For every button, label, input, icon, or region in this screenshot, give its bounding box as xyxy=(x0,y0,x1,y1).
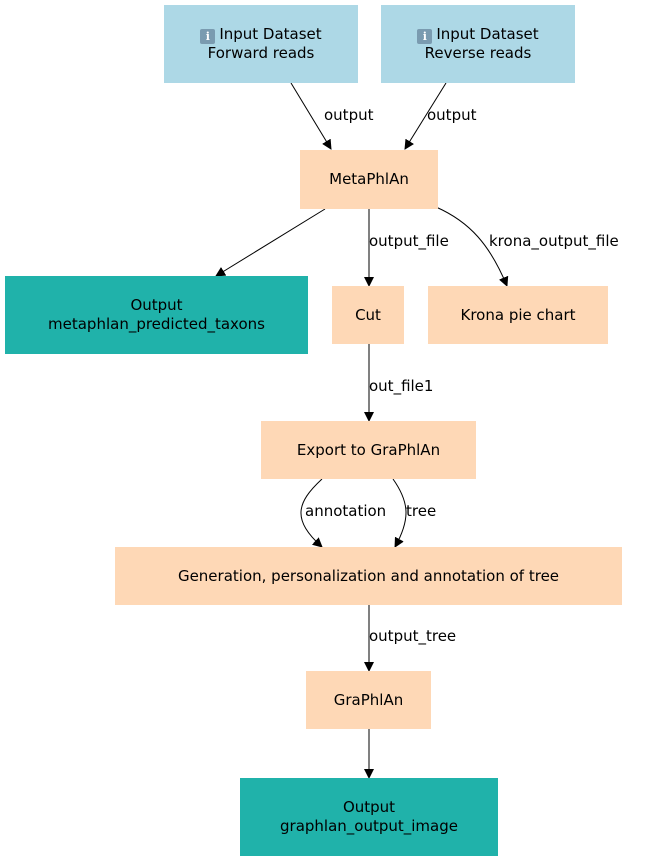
cut-label: Cut xyxy=(355,305,381,324)
edge-export-annotation xyxy=(300,478,323,548)
edge-metaphlan-to-output-taxons xyxy=(215,208,326,277)
output-taxons-title: Output xyxy=(130,296,183,314)
output-image-subtitle: graphlan_output_image xyxy=(280,817,458,835)
edge-label-output-tree: output_tree xyxy=(369,627,457,645)
output-metaphlan-taxons-node[interactable]: Output metaphlan_predicted_taxons xyxy=(5,276,308,354)
input-reverse-subtitle: Reverse reads xyxy=(424,44,532,62)
edge-label-forward-output: output xyxy=(324,106,374,124)
input-forward-subtitle: Forward reads xyxy=(207,44,315,62)
krona-pie-chart-node[interactable]: Krona pie chart xyxy=(428,286,608,344)
graphlan-node[interactable]: GraPhlAn xyxy=(306,671,431,729)
export-label: Export to GraPhlAn xyxy=(296,440,441,459)
edge-reverse-to-metaphlan xyxy=(404,82,447,150)
edge-metaphlan-to-krona xyxy=(435,206,509,287)
graphlan-label: GraPhlAn xyxy=(333,690,404,709)
metaphlan-label: MetaPhlAn xyxy=(329,170,409,188)
edge-label-output-file: output_file xyxy=(369,232,449,250)
edge-label-tree: tree xyxy=(406,502,437,520)
output-taxons-subtitle: metaphlan_predicted_taxons xyxy=(48,315,265,333)
edge-label-out-file1: out_file1 xyxy=(369,377,434,395)
cut-node[interactable]: Cut xyxy=(332,286,404,344)
info-icon: i xyxy=(417,29,433,44)
generation-annotation-tree-node[interactable]: Generation, personalization and annotati… xyxy=(115,547,622,605)
output-image-title: Output xyxy=(342,798,396,816)
edge-forward-to-metaphlan xyxy=(290,82,332,150)
info-icon: i xyxy=(200,29,216,44)
krona-label: Krona pie chart xyxy=(460,305,576,324)
output-graphlan-image-node[interactable]: Output graphlan_output_image xyxy=(240,778,498,856)
export-to-graphlan-node[interactable]: Export to GraPhlAn xyxy=(261,421,476,479)
metaphlan-node[interactable]: MetaPhlAn xyxy=(300,150,438,209)
edge-label-reverse-output: output xyxy=(427,106,477,124)
edge-label-annotation: annotation xyxy=(305,502,387,520)
edge-label-krona-output-file: krona_output_file xyxy=(489,232,619,250)
edge-export-tree xyxy=(392,478,407,548)
generation-label: Generation, personalization and annotati… xyxy=(177,566,560,585)
